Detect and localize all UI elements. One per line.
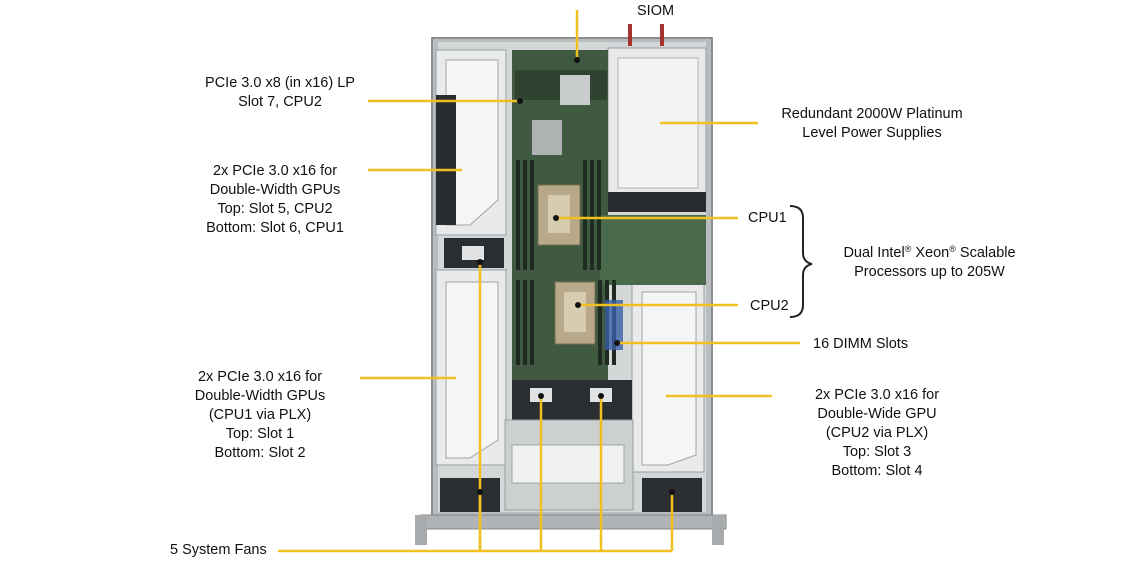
pcie-lp-line-1: PCIe 3.0 x8 (in x16) LP	[205, 75, 355, 91]
dual-cpu-line-1: Dual Intel® Xeon® Scalable	[822, 244, 1037, 263]
label-gpu-top: 2x PCIe 3.0 x16 for Double-Width GPUs To…	[180, 162, 370, 238]
gpu-right-line-2: Double-Wide GPU	[817, 406, 937, 422]
fan-module-left-top	[444, 238, 504, 268]
power-line-2: Level Power Supplies	[802, 125, 942, 141]
fans-text: 5 System Fans	[170, 542, 267, 558]
gpu-right-line-3: (CPU2 via PLX)	[825, 425, 929, 441]
pcie-lp-line-2: Slot 7, CPU2	[238, 94, 322, 110]
gpu-right-line-4: Top: Slot 3	[842, 444, 912, 460]
power-supply-bay	[607, 47, 707, 212]
gpu-right-line-1: 2x PCIe 3.0 x16 for	[814, 387, 940, 403]
gpu-lb-line-5: Bottom: Slot 2	[214, 445, 306, 461]
cpu2-text: CPU2	[750, 298, 789, 314]
siom-text: SIOM	[637, 3, 675, 19]
label-gpu-left-bottom: 2x PCIe 3.0 x16 for Double-Width GPUs (C…	[165, 368, 355, 463]
dual-cpu-scalable: Scalable	[955, 245, 1016, 261]
gpu-top-line-4: Bottom: Slot 6, CPU1	[206, 220, 344, 236]
label-fans: 5 System Fans	[170, 541, 267, 560]
gpu-top-line-2: Double-Width GPUs	[209, 182, 341, 198]
dimm-text: 16 DIMM Slots	[813, 336, 909, 352]
fan-module-bottom	[440, 478, 702, 512]
gpu-lb-line-4: Top: Slot 1	[225, 426, 295, 442]
drive-bay-area	[504, 419, 634, 511]
gpu-lb-line-2: Double-Width GPUs	[194, 388, 326, 404]
label-cpu1: CPU1	[748, 209, 787, 228]
label-pcie-lp: PCIe 3.0 x8 (in x16) LP Slot 7, CPU2	[185, 74, 375, 112]
gpu-cage-right	[631, 281, 705, 473]
dual-cpu-intel: Dual Intel	[843, 245, 905, 261]
gpu-top-line-1: 2x PCIe 3.0 x16 for	[212, 163, 338, 179]
label-cpu2: CPU2	[750, 297, 789, 316]
cpu-bracket	[789, 205, 813, 318]
registered-mark-2: ®	[949, 244, 956, 254]
power-line-1: Redundant 2000W Platinum	[781, 106, 963, 122]
fan-module-center	[512, 380, 632, 420]
gpu-lb-line-3: (CPU1 via PLX)	[208, 407, 312, 423]
gpu-cage-left-bottom	[435, 269, 507, 466]
callout-dots	[477, 57, 675, 495]
label-dimm: 16 DIMM Slots	[813, 335, 908, 354]
gpu-right-line-5: Bottom: Slot 4	[831, 463, 923, 479]
label-dual-cpu: Dual Intel® Xeon® Scalable Processors up…	[822, 244, 1037, 282]
label-power: Redundant 2000W Platinum Level Power Sup…	[762, 105, 982, 143]
registered-mark-1: ®	[904, 244, 912, 254]
dual-cpu-xeon: Xeon	[911, 245, 950, 261]
cpu1-text: CPU1	[748, 210, 787, 226]
label-siom: SIOM	[637, 2, 674, 21]
dual-cpu-line-2: Processors up to 205W	[854, 264, 1005, 280]
gpu-lb-line-1: 2x PCIe 3.0 x16 for	[197, 369, 323, 385]
callout-lines	[278, 10, 800, 553]
label-gpu-right: 2x PCIe 3.0 x16 for Double-Wide GPU (CPU…	[782, 386, 972, 481]
gpu-cage-left-top	[435, 49, 507, 236]
gpu-top-line-3: Top: Slot 5, CPU2	[217, 201, 333, 217]
